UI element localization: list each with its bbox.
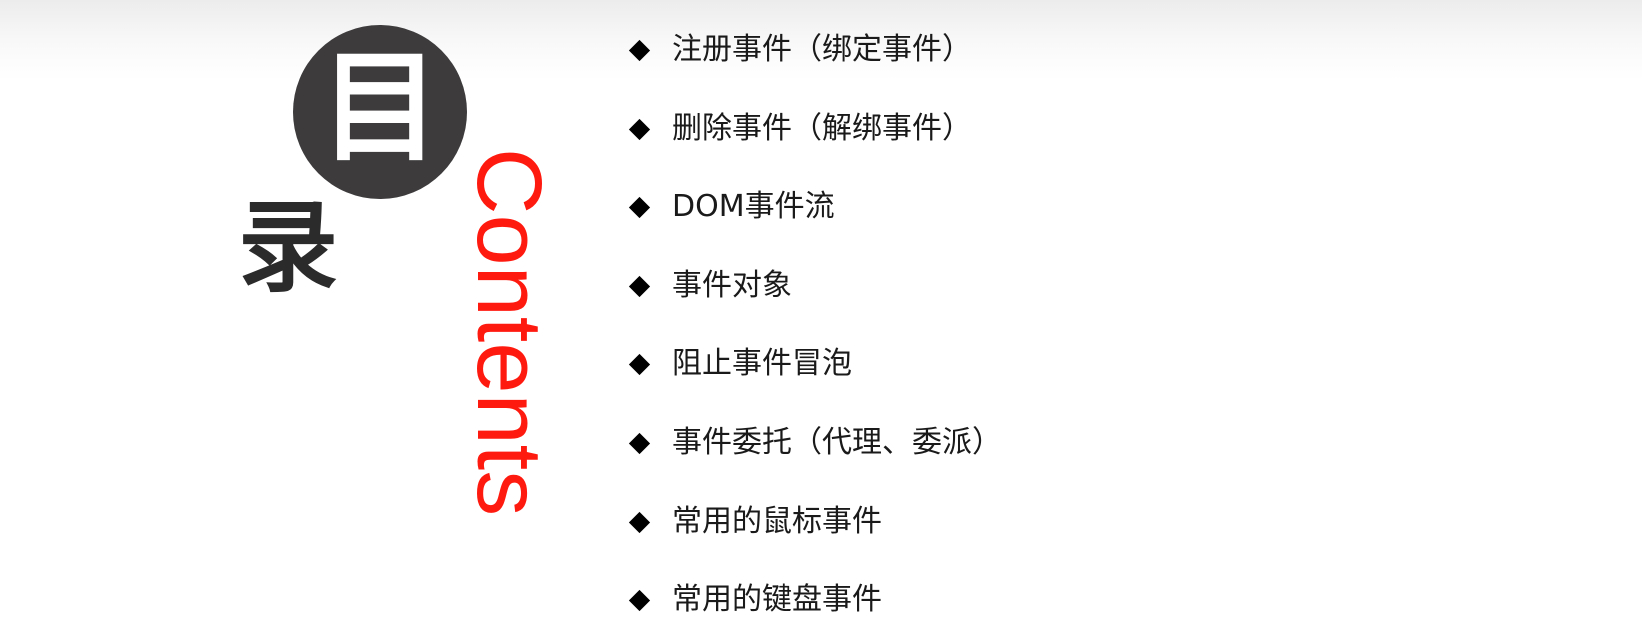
toc-item-label: 注册事件（绑定事件） (672, 32, 972, 67)
toc-item: 常用的键盘事件 (628, 578, 882, 622)
toc-item-label: DOM事件流 (672, 189, 835, 224)
toc-item: 删除事件（解绑事件） (628, 107, 972, 151)
toc-title-block: 目 录 Contents (0, 0, 560, 637)
toc-item-label: 常用的鼠标事件 (672, 504, 882, 539)
black-diamond-icon (628, 353, 650, 375)
black-diamond-icon (628, 118, 650, 140)
toc-item: DOM事件流 (628, 185, 835, 229)
title-circle: 目 (293, 25, 467, 199)
title-contents-english: Contents (458, 148, 560, 517)
toc-item: 注册事件（绑定事件） (628, 28, 972, 72)
toc-item-label: 删除事件（解绑事件） (672, 111, 972, 146)
title-char-mu: 目 (320, 39, 440, 178)
black-diamond-icon (628, 432, 650, 454)
toc-item: 事件对象 (628, 264, 792, 308)
toc-item-label: 常用的键盘事件 (672, 582, 882, 617)
toc-item-label: 阻止事件冒泡 (672, 346, 852, 381)
black-diamond-icon (628, 589, 650, 611)
black-diamond-icon (628, 39, 650, 61)
toc-item: 事件委托（代理、委派） (628, 421, 1002, 465)
title-char-lu: 录 (238, 189, 338, 306)
toc-item: 阻止事件冒泡 (628, 342, 852, 386)
toc-item-label: 事件委托（代理、委派） (672, 425, 1002, 460)
black-diamond-icon (628, 511, 650, 533)
black-diamond-icon (628, 275, 650, 297)
black-diamond-icon (628, 196, 650, 218)
toc-item: 常用的鼠标事件 (628, 500, 882, 544)
toc-item-label: 事件对象 (672, 268, 792, 303)
